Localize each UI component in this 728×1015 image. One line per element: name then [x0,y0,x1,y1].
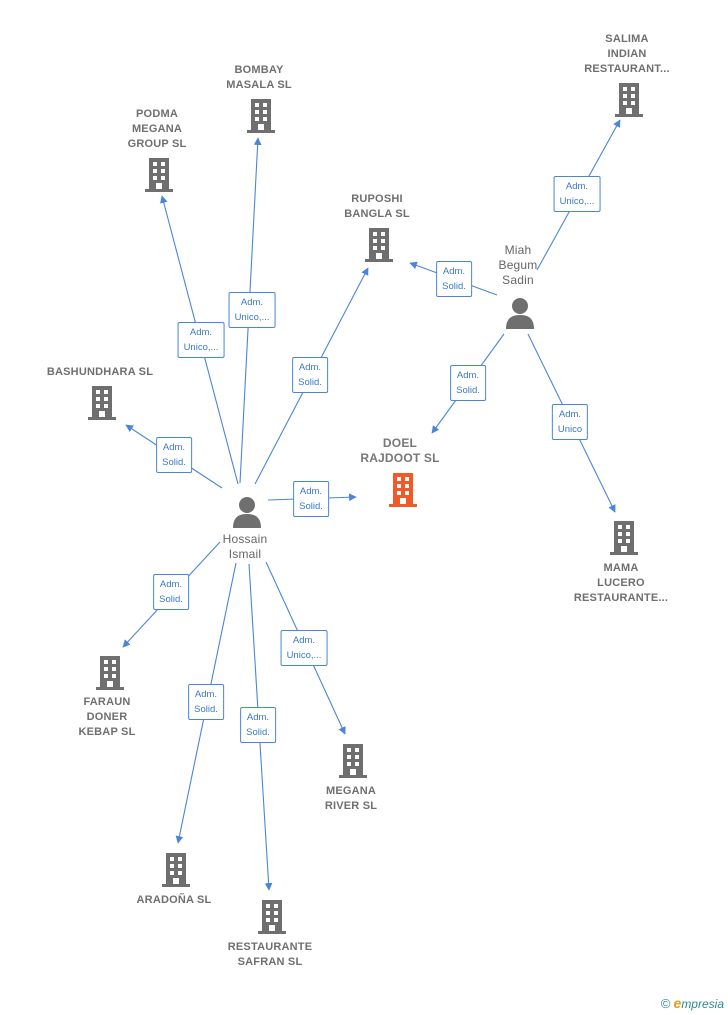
person-icon[interactable] [505,297,535,329]
edge-label-hossain-doel[interactable]: Adm. Solid. [293,481,329,517]
node-label-restaurante-safran[interactable]: RESTAURANTE SAFRAN SL [227,941,313,968]
building-icon-main[interactable] [389,473,417,507]
building-icon[interactable] [258,900,286,934]
edge-label-hossain-ruposhi[interactable]: Adm. Solid. [292,357,328,393]
building-icon[interactable] [162,853,190,887]
edge-label-miah-doel[interactable]: Adm. Solid. [450,365,486,401]
building-icon[interactable] [610,521,638,555]
edge-label-hossain-aradona[interactable]: Adm. Solid. [188,684,224,720]
node-label-miah-begum-sadin[interactable]: Miah Begum Sadin [498,243,538,287]
edge-label-miah-salima[interactable]: Adm. Unico,... [553,176,601,212]
edge-label-hossain-bombay[interactable]: Adm. Unico,... [228,292,276,328]
building-icon[interactable] [247,99,275,133]
copyright-icon: © [660,996,671,1011]
building-icon[interactable] [88,386,116,420]
building-icon[interactable] [339,744,367,778]
node-label-megana-river[interactable]: MEGANA RIVER SL [324,785,378,812]
building-icon[interactable] [96,656,124,690]
node-label-bombay-masala[interactable]: BOMBAY MASALA SL [226,64,292,91]
node-label-ruposhi-bangla[interactable]: RUPOSHI BANGLA SL [344,193,410,220]
node-label-mama-lucero[interactable]: MAMA LUCERO RESTAURANTE... [573,562,669,604]
edge-label-hossain-faraun[interactable]: Adm. Solid. [153,574,189,610]
edge-label-hossain-bashundhara[interactable]: Adm. Solid. [156,437,192,473]
building-icon[interactable] [615,83,643,117]
brand-name: mpresia [681,997,724,1011]
edge-label-miah-ruposhi[interactable]: Adm. Solid. [436,261,472,297]
brand-initial: e [673,995,682,1011]
building-icon[interactable] [365,228,393,262]
edge-label-hossain-safran[interactable]: Adm. Solid. [240,707,276,743]
edge-label-hossain-podma[interactable]: Adm. Unico,... [177,322,225,358]
building-icon[interactable] [145,158,173,192]
node-label-salima-indian[interactable]: SALIMA INDIAN RESTAURANT... [584,33,670,75]
node-label-faraun-doner[interactable]: FARAUN DONER KEBAP SL [78,696,136,738]
node-label-hossain-ismail[interactable]: Hossain Ismail [222,532,268,561]
node-label-podma-megana[interactable]: PODMA MEGANA GROUP SL [127,108,187,150]
node-label-aradona[interactable]: ARADOÑA SL [136,894,212,906]
edge-label-miah-mama[interactable]: Adm. Unico [551,404,589,440]
node-label-doel-rajdoot[interactable]: DOEL RAJDOOT SL [360,436,440,465]
edge-label-hossain-megana-river[interactable]: Adm. Unico,... [280,630,328,666]
node-label-bashundhara[interactable]: BASHUNDHARA SL [46,366,154,378]
brand-logo[interactable]: ©empresia [661,995,724,1011]
person-icon[interactable] [232,496,262,528]
